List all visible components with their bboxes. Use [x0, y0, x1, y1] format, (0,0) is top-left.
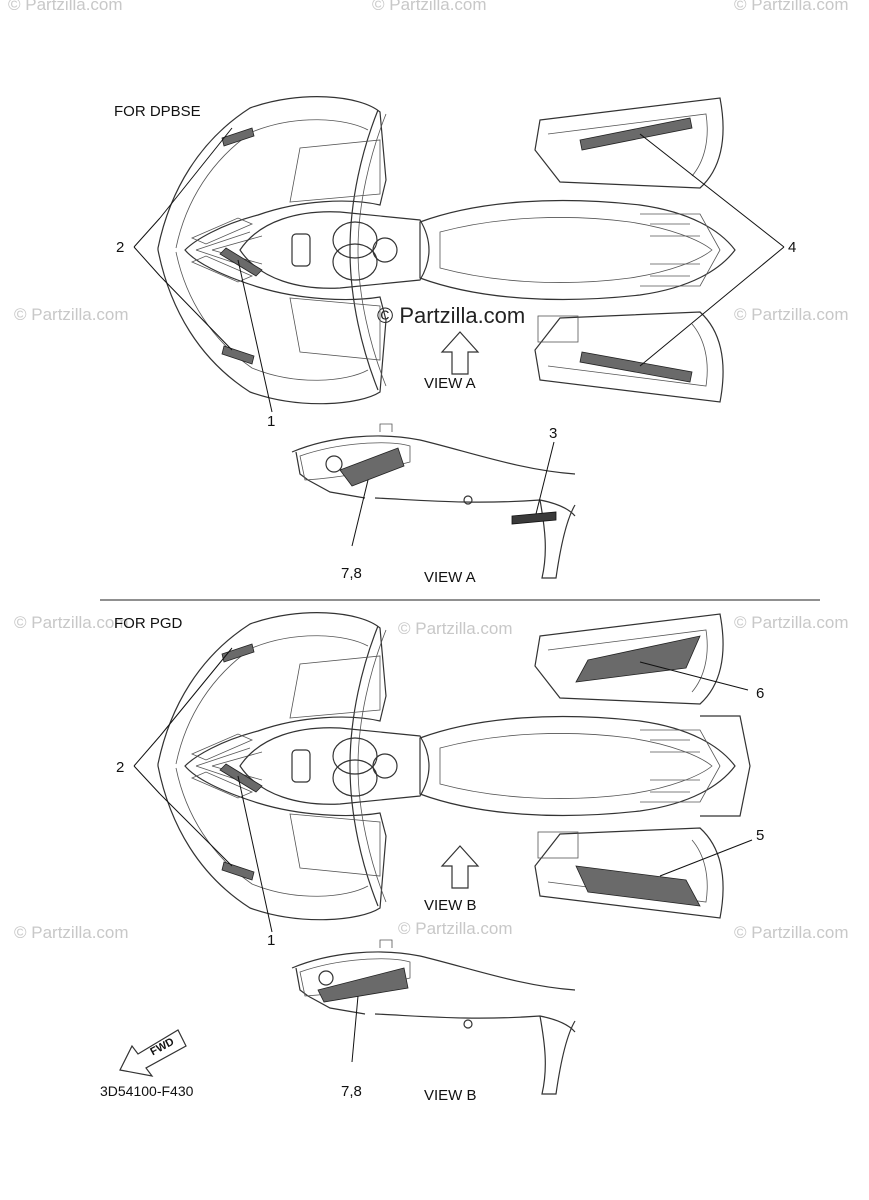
fwd-arrow-icon	[119, 1029, 187, 1077]
watermark-top-left: © Partzilla.com	[8, 0, 123, 14]
watermark-bottom-center: © Partzilla.com	[398, 919, 513, 938]
watermark-lower-center: © Partzilla.com	[398, 619, 513, 638]
callout-7-8-top: 7,8	[341, 565, 362, 582]
watermark-lower-left: © Partzilla.com	[14, 613, 129, 632]
callout-2-bottom: 2	[116, 759, 125, 776]
decal-5-rear-lower	[575, 865, 701, 907]
callout-1-top: 1	[267, 413, 276, 430]
decal-2-front-upper	[221, 127, 255, 147]
watermark-top-right: © Partzilla.com	[734, 0, 849, 14]
callout-4-top: 4	[788, 239, 797, 256]
watermark-bottom-right: © Partzilla.com	[734, 923, 849, 942]
view-b-label-main: VIEW B	[424, 897, 477, 914]
decal-3-side-a	[511, 511, 557, 525]
decal-2-front-lower	[221, 345, 255, 365]
watermark-mid-left: © Partzilla.com	[14, 305, 129, 324]
watermark-center: © Partzilla.com	[377, 303, 526, 328]
view-a-label-detail: VIEW A	[424, 569, 476, 586]
watermark-lower-right: © Partzilla.com	[734, 613, 849, 632]
callout-6-bottom: 6	[756, 685, 765, 702]
callout-2-top: 2	[116, 239, 125, 256]
watermark-top-center: © Partzilla.com	[372, 0, 487, 14]
callout-7-8-bottom: 7,8	[341, 1083, 362, 1100]
callout-3-top: 3	[549, 425, 558, 442]
decal-4-rear-upper	[579, 117, 693, 151]
decal-1-front-top-pgd	[219, 763, 263, 793]
heading-pgd: FOR PGD	[114, 615, 183, 632]
decal-7-8-side-a	[339, 447, 405, 487]
callout-1-bottom: 1	[267, 932, 276, 949]
heading-dpbse: FOR DPBSE	[114, 103, 201, 120]
callout-5-bottom: 5	[756, 827, 765, 844]
view-b-arrow-top	[440, 845, 480, 889]
side-view-a-detail	[291, 423, 576, 579]
decal-4-rear-lower	[579, 351, 693, 383]
decal-7-8-side-b	[317, 967, 409, 1003]
decal-1-front-top	[219, 247, 263, 277]
watermark-bottom-left: © Partzilla.com	[14, 923, 129, 942]
view-a-label-main: VIEW A	[424, 375, 476, 392]
decal-6-rear-upper	[575, 635, 701, 683]
view-b-label-detail: VIEW B	[424, 1087, 477, 1104]
watermark-mid-right: © Partzilla.com	[734, 305, 849, 324]
decal-2-front-upper-pgd	[221, 643, 255, 663]
side-view-b-detail	[291, 939, 576, 1095]
atv-top-view-dpbse	[133, 96, 785, 413]
atv-top-view-pgd	[133, 612, 753, 933]
decal-2-front-lower-pgd	[221, 861, 255, 881]
diagram-code: 3D54100-F430	[100, 1083, 194, 1099]
view-a-arrow-top	[440, 331, 480, 375]
